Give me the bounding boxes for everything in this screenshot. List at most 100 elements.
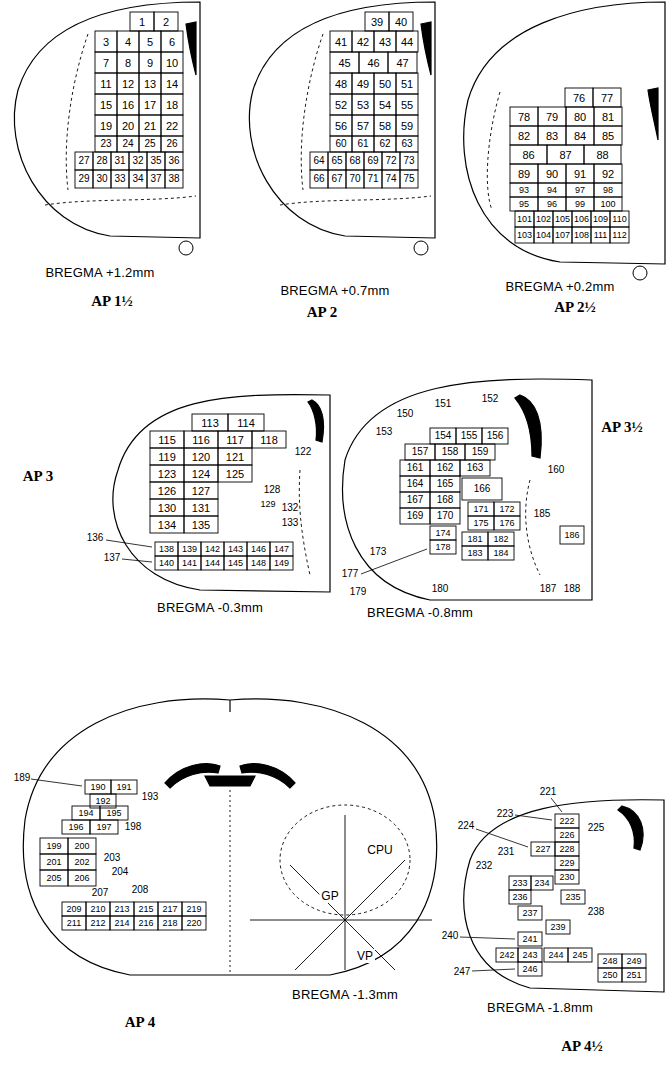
region-number: 30 (96, 174, 107, 184)
grid-cell (405, 444, 435, 460)
grid-cell (561, 890, 585, 904)
grid-cell (400, 460, 430, 476)
region-number: 165 (437, 479, 454, 489)
grid-cell (201, 542, 224, 556)
region-number: 29 (78, 174, 89, 184)
ap-level-label: AP 2 (307, 305, 337, 320)
sector-line (290, 865, 395, 970)
region-number: 162 (437, 463, 454, 473)
grid-cell (460, 460, 490, 476)
grid-cell (330, 31, 352, 52)
region-number: 153 (376, 427, 393, 437)
grid-cell (158, 916, 182, 930)
grid-cell (86, 916, 110, 930)
brain-section (23, 699, 436, 975)
grid-cell (482, 428, 508, 444)
grid-cell (328, 152, 346, 170)
grid-cell (531, 876, 553, 890)
grid-cell (328, 170, 346, 188)
region-number: 72 (385, 156, 396, 166)
region-number: 60 (335, 139, 346, 149)
sector-line (250, 920, 432, 921)
grid-cell (155, 556, 178, 570)
region-number: 130 (158, 502, 176, 513)
region-number: 136 (87, 533, 104, 543)
ventricle (618, 806, 643, 850)
grid-cell (515, 227, 534, 243)
region-number: 212 (90, 919, 105, 928)
region-number: 241 (522, 935, 537, 944)
grid-cell (129, 152, 147, 170)
ventricle (186, 22, 196, 75)
region-number: 109 (593, 215, 608, 224)
grid-cell (566, 126, 594, 145)
region-number: 123 (158, 468, 176, 479)
region-number: 35 (150, 156, 161, 166)
region-number: 19 (100, 120, 112, 131)
region-number: 36 (168, 156, 179, 166)
leader-line (31, 779, 82, 786)
grid-cell (147, 152, 165, 170)
region-number: 139 (182, 545, 197, 554)
region-number: 243 (522, 951, 537, 960)
region-number: 240 (442, 931, 459, 941)
region-number: 216 (138, 919, 153, 928)
region-number: 170 (437, 511, 454, 521)
region-number: 73 (403, 156, 414, 166)
tract-circle (179, 241, 193, 255)
bregma-caption: BREGMA -1.8mm (487, 1001, 593, 1014)
grid-cell (555, 870, 579, 884)
grid-cell (382, 152, 400, 170)
region-number: 79 (546, 111, 558, 122)
region-number: 238 (588, 907, 605, 917)
region-number: 122 (295, 447, 312, 457)
region-number: 21 (144, 120, 156, 131)
region-number: 76 (573, 92, 585, 103)
grid-cell (40, 854, 68, 870)
region-number: 98 (603, 186, 613, 195)
region-number: 174 (435, 529, 450, 538)
region-number: 230 (559, 873, 574, 882)
region-number: 50 (379, 78, 391, 89)
region-number: 200 (74, 842, 89, 851)
region-number: 131 (192, 502, 210, 513)
region-number: 77 (601, 92, 613, 103)
grid-cell (374, 136, 396, 152)
region-number: 197 (96, 823, 111, 832)
region-number: 236 (512, 893, 527, 902)
region-number: 85 (602, 130, 614, 141)
midline (230, 790, 231, 972)
ap-level-label: AP 3 (23, 469, 53, 484)
region-number: 120 (192, 451, 210, 462)
region-number: 247 (454, 967, 471, 977)
region-number: 4 (125, 36, 131, 47)
region-number: 159 (472, 447, 489, 457)
grid-cell (594, 126, 622, 145)
region-number: 103 (517, 231, 532, 240)
region-number: 192 (95, 797, 110, 806)
grid-cell (566, 107, 594, 126)
grid-cell (400, 492, 430, 508)
region-number: 160 (548, 465, 565, 475)
grid-cell (518, 906, 542, 920)
region-number: 70 (349, 174, 360, 184)
region-number: 148 (251, 559, 266, 568)
grid-cell (86, 902, 110, 916)
grid-cell (510, 183, 538, 197)
grid-cell (40, 838, 68, 854)
region-number: 164 (407, 479, 424, 489)
grid-cell (534, 211, 553, 227)
grid-cell (75, 152, 93, 170)
region-number: 202 (74, 858, 89, 867)
bregma-caption: BREGMA -0.3mm (157, 601, 263, 614)
grid-cell (555, 842, 579, 856)
grid-cell (247, 542, 270, 556)
bregma-caption: BREGMA -0.8mm (367, 606, 473, 619)
region-number: 47 (396, 57, 408, 68)
region-number: 135 (192, 519, 210, 530)
grid-cell (95, 31, 117, 52)
structure-boundary (299, 470, 310, 575)
grid-cell (117, 73, 139, 94)
region-number: 116 (192, 434, 210, 445)
region-number: 217 (162, 905, 177, 914)
